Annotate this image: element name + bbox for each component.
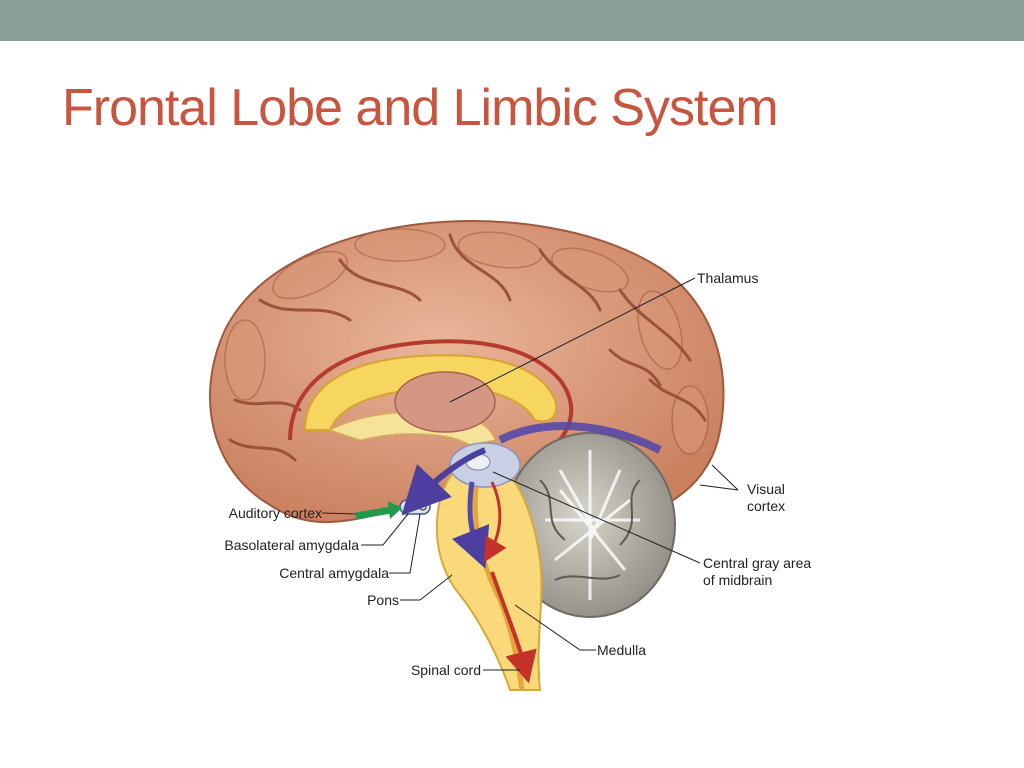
label-spinal-cord: Spinal cord xyxy=(411,662,481,678)
slide-title: Frontal Lobe and Limbic System xyxy=(62,79,779,137)
descending-arrow xyxy=(452,481,490,569)
label-central-amygdala: Central amygdala xyxy=(279,565,389,581)
label-visual-cortex-line1: Visual xyxy=(747,481,785,497)
label-pons: Pons xyxy=(367,592,399,608)
label-auditory-cortex: Auditory cortex xyxy=(229,505,322,521)
label-visual-cortex-line2: cortex xyxy=(747,498,785,514)
label-thalamus: Thalamus xyxy=(697,270,758,286)
label-central-gray-line1: Central gray area xyxy=(703,555,811,571)
label-central-gray-line2: of midbrain xyxy=(703,572,772,588)
top-accent-bar xyxy=(0,0,1024,41)
thalamus xyxy=(394,371,496,433)
amygdala-output-arrow xyxy=(401,447,487,516)
visual-pathway-arrow xyxy=(498,422,662,454)
brainstem-red-arrow xyxy=(490,571,537,684)
label-medulla: Medulla xyxy=(597,642,646,658)
label-basolateral-amygdala: Basolateral amygdala xyxy=(224,537,359,553)
